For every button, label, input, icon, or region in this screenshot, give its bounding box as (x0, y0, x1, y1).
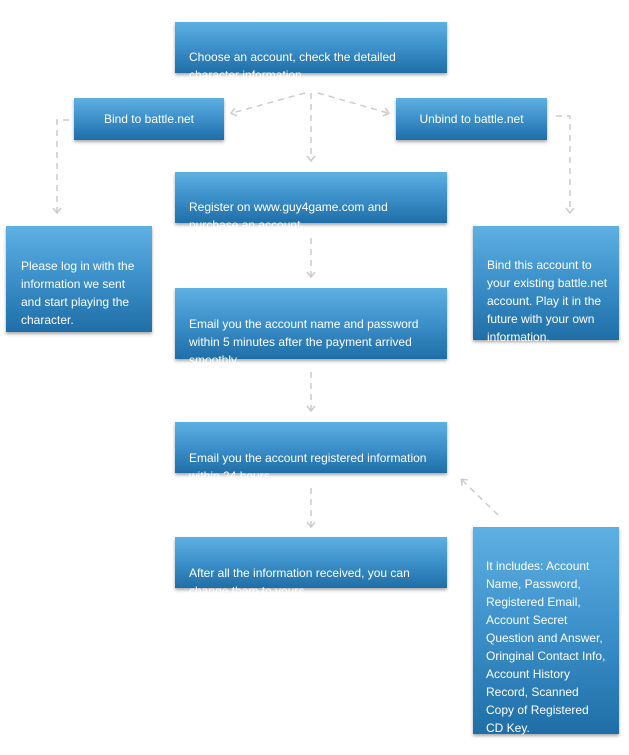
box-login-info: Please log in with the information we se… (6, 226, 152, 332)
box-email-registered-text: Email you the account registered informa… (189, 451, 427, 483)
arrow-includes-to-email-registered (460, 478, 499, 516)
box-choose-account: Choose an account, check the detailed ch… (175, 22, 447, 82)
box-bind-existing-text: Bind this account to your existing battl… (487, 258, 608, 344)
box-includes: It includes: Account Name, Password, Reg… (473, 527, 619, 735)
box-choose-account-text: Choose an account, check the detailed ch… (189, 50, 396, 82)
box-email-password: Email you the account name and password … (175, 288, 447, 367)
box-after-received: After all the information received, you … (175, 537, 447, 598)
box-register-text: Register on www.guy4game.com and purchas… (189, 200, 388, 232)
box-bind-existing: Bind this account to your existing battl… (473, 226, 619, 344)
box-bind-battlenet: Bind to battle.net (74, 98, 224, 140)
box-email-password-text: Email you the account name and password … (189, 317, 419, 367)
arrow-bind-to-login (52, 119, 69, 215)
box-includes-text: It includes: Account Name, Password, Reg… (486, 559, 606, 735)
box-register: Register on www.guy4game.com and purchas… (175, 172, 447, 232)
box-bind-battlenet-text: Bind to battle.net (103, 112, 195, 126)
arrow-unbind-to-bind-existing (556, 115, 575, 215)
box-after-received-text: After all the information received, you … (189, 566, 410, 598)
box-unbind-battlenet: Unbind to battle.net (396, 98, 547, 140)
box-email-registered: Email you the account registered informa… (175, 422, 447, 483)
box-unbind-battlenet-text: Unbind to battle.net (419, 112, 524, 126)
box-login-info-text: Please log in with the information we se… (21, 259, 135, 327)
arrow-choose-to-bind (229, 92, 306, 117)
arrow-choose-to-unbind (317, 92, 391, 117)
